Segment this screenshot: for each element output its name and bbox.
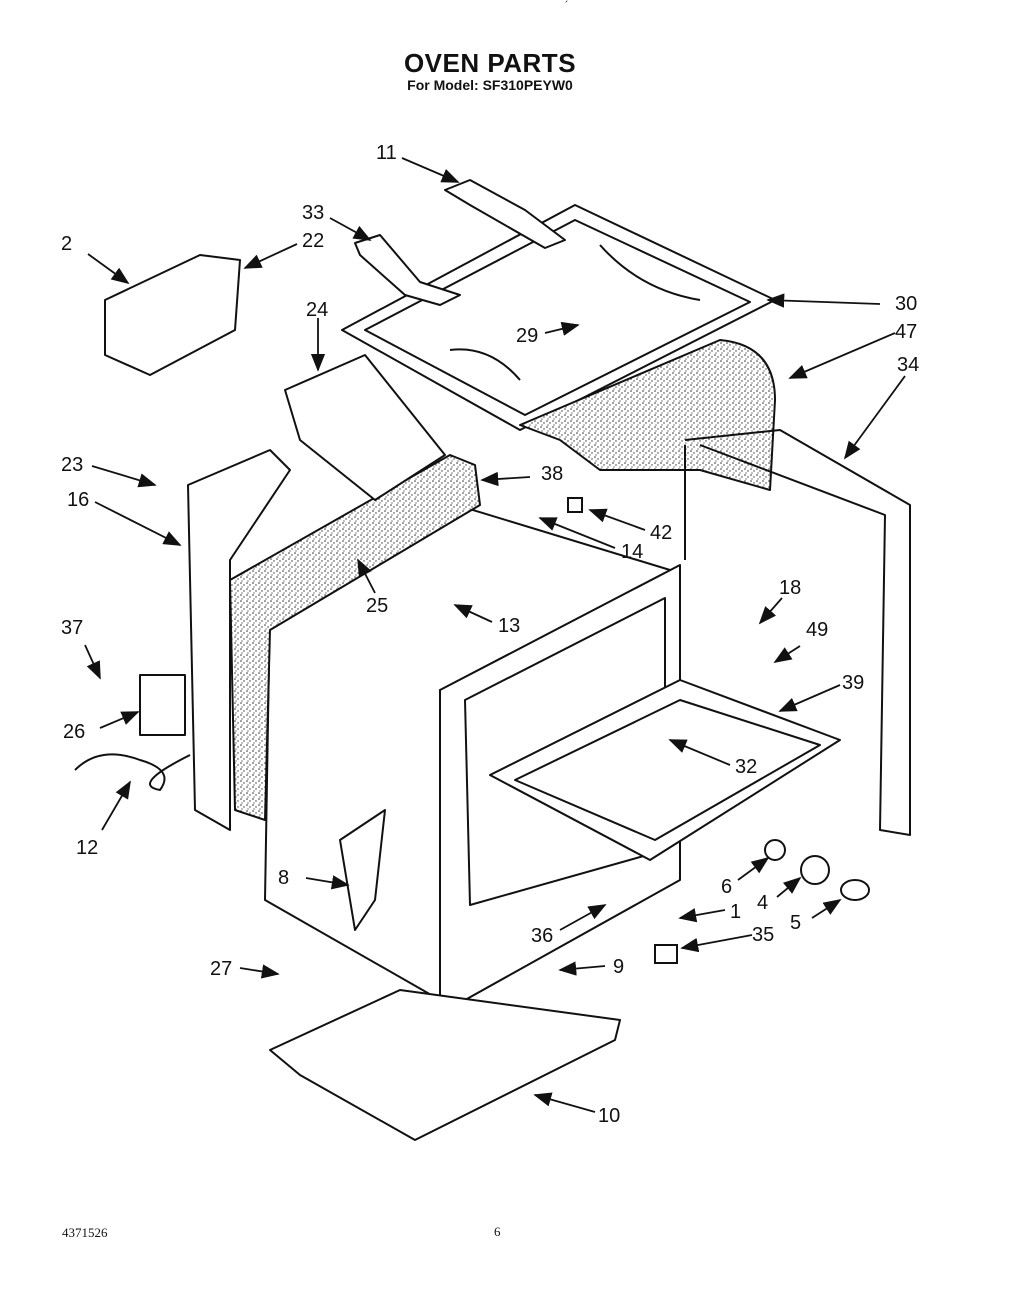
bracket-assembly — [104, 254, 241, 376]
callout-25: 25 — [366, 595, 389, 617]
bottom-panel — [269, 989, 621, 1141]
leveling-leg-35 — [654, 944, 678, 964]
callout-5: 5 — [790, 912, 802, 934]
wire-harness — [74, 753, 191, 791]
lamp-bulb-5 — [840, 879, 870, 901]
clip-42 — [567, 497, 583, 513]
bake-pan — [489, 679, 841, 861]
callout-34: 34 — [897, 354, 920, 376]
callout-24: 24 — [306, 299, 329, 321]
top-mark: ´ — [565, 0, 569, 12]
callout-26: 26 — [63, 721, 86, 743]
callout-16: 16 — [67, 489, 90, 511]
bake-element — [339, 809, 386, 931]
document-number: 4371526 — [62, 1225, 108, 1240]
right-side-frame — [684, 429, 911, 836]
callout-49: 49 — [806, 619, 829, 641]
callout-32: 32 — [735, 756, 758, 778]
callout-42: 42 — [650, 522, 673, 544]
page-number: 6 — [494, 1224, 501, 1239]
callout-29: 29 — [516, 325, 539, 347]
top-strip-11 — [444, 179, 566, 249]
callout-10: 10 — [598, 1105, 621, 1127]
callout-27: 27 — [210, 958, 233, 980]
callout-13: 13 — [498, 615, 521, 637]
callout-4: 4 — [757, 892, 769, 914]
callout-36: 36 — [531, 925, 554, 947]
socket-4 — [800, 855, 830, 885]
page-subtitle: For Model: SF310PEYW0 — [407, 77, 573, 93]
callout-6: 6 — [721, 876, 733, 898]
callout-22: 22 — [302, 230, 325, 252]
callout-11: 11 — [376, 142, 397, 164]
left-insulation — [229, 454, 481, 821]
callout-47: 47 — [895, 321, 918, 343]
page-title: OVEN PARTS — [403, 48, 577, 78]
callout-30: 30 — [895, 293, 918, 315]
callout-12: 12 — [76, 837, 99, 859]
callout-38: 38 — [541, 463, 564, 485]
callout-1: 1 — [730, 901, 742, 923]
top-strip-33 — [354, 234, 461, 306]
callout-37: 37 — [61, 617, 84, 639]
top-insulation — [519, 339, 776, 491]
callout-8: 8 — [278, 867, 290, 889]
callout-35: 35 — [752, 924, 775, 946]
vent-duct — [284, 354, 446, 501]
callout-33: 33 — [302, 202, 325, 224]
left-side-panel — [187, 449, 291, 831]
callout-9: 9 — [613, 956, 625, 978]
callout-39: 39 — [842, 672, 865, 694]
knob-6 — [764, 839, 786, 861]
callout-18: 18 — [779, 577, 802, 599]
callout-23: 23 — [61, 454, 84, 476]
callout-2: 2 — [61, 233, 73, 255]
terminal-block — [139, 674, 186, 736]
callout-14: 14 — [621, 541, 644, 563]
